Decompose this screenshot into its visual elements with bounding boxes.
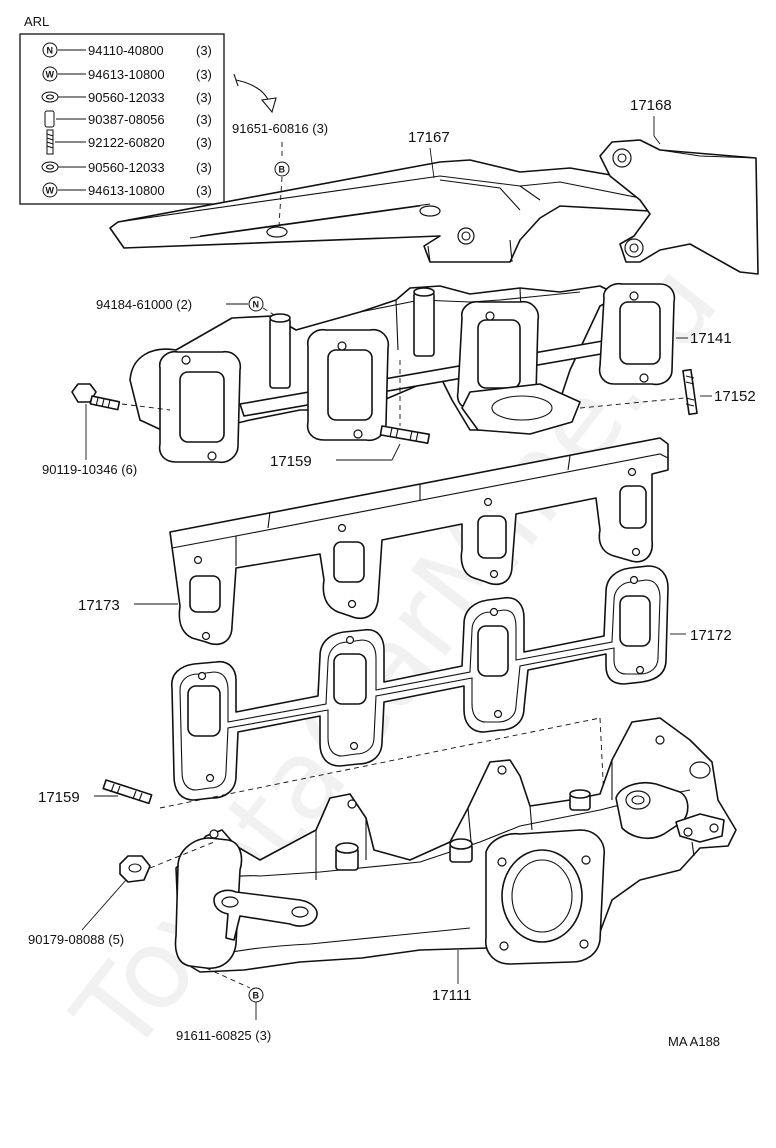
legend-part-no: 94110-40800 bbox=[88, 43, 164, 58]
callout-94184: 94184-61000 (2) bbox=[96, 297, 192, 312]
legend-part-no: 94613-10800 bbox=[88, 183, 165, 198]
callout-17167: 17167 bbox=[408, 129, 450, 146]
callout-17152: 17152 bbox=[714, 388, 756, 405]
callout-17173: 17173 bbox=[78, 597, 120, 614]
legend-qty: (3) bbox=[196, 90, 212, 105]
callout-91651: 91651-60816 (3) bbox=[232, 121, 328, 136]
legend-qty: (3) bbox=[196, 112, 212, 127]
nut-n-symbol-letter: N bbox=[253, 300, 260, 310]
callout-90179: 90179-08088 (5) bbox=[28, 932, 124, 947]
legend-qty: (3) bbox=[196, 160, 212, 175]
legend-qty: (3) bbox=[196, 43, 212, 58]
stud-17152 bbox=[682, 368, 698, 416]
bolt-90119 bbox=[71, 383, 121, 411]
legend-part-no: 90387-08056 bbox=[88, 112, 165, 127]
bolt-b-symbol-letter: B bbox=[279, 165, 286, 175]
nut-n-symbol-icon bbox=[248, 296, 264, 312]
legend-row: 92122-60820 (3) bbox=[46, 129, 212, 155]
variant-label: ARL bbox=[24, 14, 49, 29]
legend-row: 90387-08056 (3) bbox=[44, 110, 212, 128]
legend-qty: (3) bbox=[196, 183, 212, 198]
callout-17111: 17111 bbox=[432, 987, 472, 1004]
washer-symbol-icon bbox=[42, 182, 58, 198]
callout-17159-upper: 17159 bbox=[270, 453, 312, 470]
exhaust-manifold-17111 bbox=[174, 717, 737, 973]
collar-icon bbox=[41, 91, 59, 103]
callout-17172: 17172 bbox=[690, 627, 732, 644]
washer-symbol-letter: W bbox=[46, 186, 55, 196]
legend-row: 90560-12033 (3) bbox=[41, 90, 212, 105]
legend-row: 90560-12033 (3) bbox=[41, 160, 212, 175]
legend-box: ARL N 94110-40800 (3) W 94613-10800 (3) … bbox=[19, 14, 225, 205]
ref-code: MA A188 bbox=[668, 1034, 720, 1049]
legend-qty: (3) bbox=[196, 67, 212, 82]
legend-row: N 94110-40800 (3) bbox=[42, 42, 212, 58]
legend-row: W 94613-10800 (3) bbox=[42, 182, 212, 198]
stud-17159-upper bbox=[379, 425, 431, 444]
nut-symbol-icon bbox=[42, 42, 58, 58]
washer-symbol-letter: W bbox=[46, 70, 55, 80]
heat-insulator bbox=[109, 159, 669, 263]
legend-row: W 94613-10800 (3) bbox=[42, 66, 212, 82]
legend-part-no: 90560-12033 bbox=[88, 90, 165, 105]
callout-91611: 91611-60825 (3) bbox=[176, 1028, 271, 1043]
nut-symbol-letter: N bbox=[47, 46, 54, 56]
bolt-b-symbol-lower-letter: B bbox=[253, 991, 260, 1001]
legend-part-no: 90560-12033 bbox=[88, 160, 165, 175]
callout-17168: 17168 bbox=[630, 97, 672, 114]
callout-17141: 17141 bbox=[690, 330, 732, 347]
curved-arrow-icon bbox=[233, 73, 277, 114]
gasket-17173 bbox=[169, 437, 669, 646]
legend-qty: (3) bbox=[196, 135, 212, 150]
sleeve-icon bbox=[44, 110, 55, 128]
callout-90119: 90119-10346 (6) bbox=[42, 462, 137, 477]
legend-part-no: 92122-60820 bbox=[88, 135, 165, 150]
legend-part-no: 94613-10800 bbox=[88, 67, 165, 82]
stud-17159-lower bbox=[102, 779, 153, 805]
washer-symbol-icon bbox=[42, 66, 58, 82]
callout-17159-lower: 17159 bbox=[38, 789, 80, 806]
bolt-b-symbol-icon bbox=[274, 161, 290, 177]
bracket-17168 bbox=[599, 139, 759, 275]
collar-icon bbox=[41, 161, 59, 173]
gasket-17172 bbox=[170, 565, 669, 801]
nut-90179 bbox=[119, 855, 151, 883]
intake-manifold-17141 bbox=[129, 282, 676, 464]
